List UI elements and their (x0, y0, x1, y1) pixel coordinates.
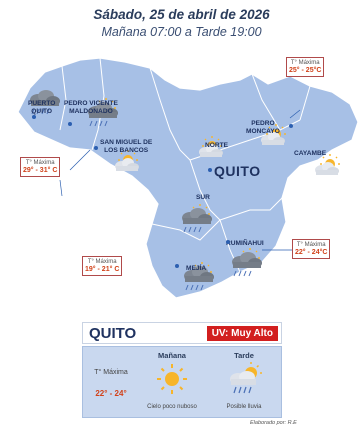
afternoon-heading: Tarde (234, 351, 254, 360)
morning-heading: Mañana (158, 351, 186, 360)
place-marker (175, 264, 179, 268)
place-marker (68, 122, 72, 126)
place-marker (289, 124, 293, 128)
temp-label: T° Máxima (94, 369, 128, 376)
panel-city: QUITO (89, 325, 137, 342)
quito-forecast-panel: QUITO UV: Muy Alto T° Máxima 22° - 24° M… (82, 322, 282, 418)
place-cayambe: CAYAMBE (294, 150, 327, 157)
map-region (17, 57, 359, 299)
afternoon-desc: Posible lluvia (226, 404, 262, 410)
panel-header: QUITO UV: Muy Alto (82, 322, 282, 344)
morning-column: Mañana Cielo poco nuboso (139, 351, 205, 410)
place-sur: SUR (196, 194, 210, 201)
place-rumiñahui: RUMIÑAHUI (226, 240, 264, 247)
place-marker (32, 115, 36, 119)
place-norte: NORTE (205, 142, 229, 149)
panel-body: T° Máxima 22° - 24° Mañana Cielo poco nu… (82, 346, 282, 418)
place-marker (94, 146, 98, 150)
uv-badge: UV: Muy Alto (206, 326, 278, 341)
map-shape (17, 57, 359, 299)
time-range: Mañana 07:00 a Tarde 19:00 (101, 25, 262, 39)
place-marker (226, 240, 230, 244)
afternoon-column: Tarde Posible lluvia (211, 351, 277, 410)
temp-range: 22° - 24° (95, 389, 127, 398)
credit-note: Elaborado por: R.E (250, 420, 297, 426)
date-title: Sábado, 25 de abril de 2026 (93, 7, 270, 22)
place-mejia: MEJÍA (186, 265, 207, 272)
place-marker (208, 168, 212, 172)
sun-cloud-rain-icon (230, 362, 262, 394)
city-label-quito: QUITO (214, 163, 261, 179)
sun-icon (157, 364, 187, 394)
morning-desc: Cielo poco nuboso (147, 404, 197, 410)
